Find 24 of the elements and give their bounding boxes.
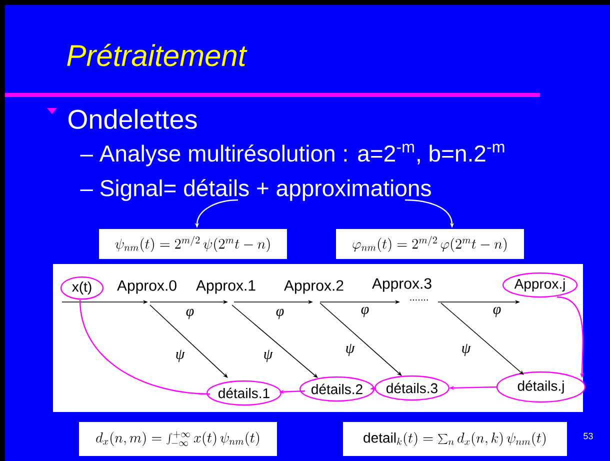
formula-box: $d_x(n,m) = \int_{-\infty}^{+\infty} x(t)\,\psi_{nm}(t)$ bbox=[79, 422, 277, 456]
node-label: Approx.2 bbox=[284, 280, 344, 294]
formula-box: $\mathrm{detail}_k(t) = \sum_n d_x(n,k)\,\psi_{nm}(t)$ bbox=[343, 422, 567, 456]
node-label: Approx.0 bbox=[117, 280, 176, 294]
page-number: 53 bbox=[584, 432, 593, 440]
ellipse-node: détails.1 bbox=[206, 380, 282, 406]
ellipse-node: détails.2 bbox=[300, 376, 374, 402]
formula-box: $\psi_{nm}(t) = 2^{m/2}\,\psi(2^m t - n)$ bbox=[99, 229, 287, 259]
arrow bbox=[232, 304, 318, 378]
bullet-text: – Analyse multirésolution : a=2$^{-m}$, b=n.2$^{-m}$ bbox=[80, 144, 504, 166]
bullet-text: Ondelettes bbox=[68, 109, 197, 129]
arrow bbox=[320, 302, 402, 376]
arrow bbox=[440, 302, 524, 375]
node-label: Approx.3 bbox=[372, 278, 432, 292]
bullet-text: – Signal= détails + approximations bbox=[80, 179, 431, 201]
slide-title: Prétraitement bbox=[67, 44, 248, 66]
ellipse-node: x(t) bbox=[60, 276, 104, 300]
ellipsis-dots: ....... bbox=[410, 299, 428, 301]
formula-box: $\varphi_{nm}(t) = 2^{m/2}\,\varphi(2^m t - n)$ bbox=[336, 229, 524, 259]
arrow bbox=[150, 304, 228, 378]
ellipse-node: Approx.j bbox=[502, 272, 578, 298]
ellipse-node: détails.3 bbox=[374, 375, 450, 401]
node-label: Approx.1 bbox=[196, 280, 256, 294]
ellipse-node: détails.j bbox=[496, 371, 586, 403]
